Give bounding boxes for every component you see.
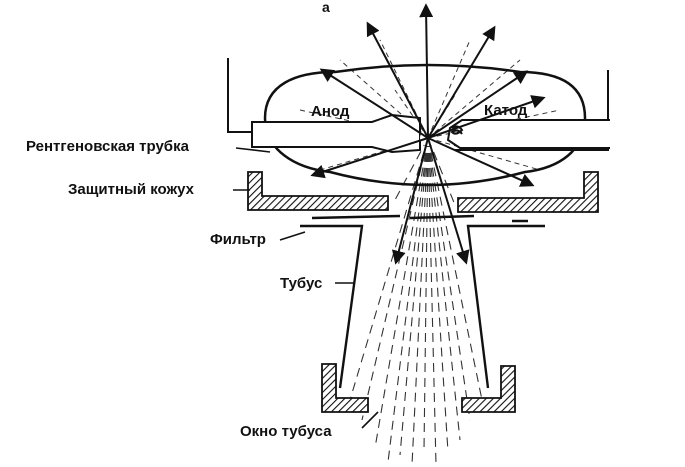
cone-label: Тубус xyxy=(280,275,322,292)
tube-envelope xyxy=(263,63,587,187)
cone-window xyxy=(321,363,516,413)
housing-label: Защитный кожух xyxy=(68,181,195,198)
filter-label: Фильтр xyxy=(210,231,266,248)
radiation-arrows xyxy=(310,3,546,265)
anode-label: Анод xyxy=(311,103,350,120)
panel-letter: а xyxy=(322,0,330,15)
anode-rod xyxy=(251,113,421,154)
cathode-assembly xyxy=(446,119,610,149)
tube-label: Рентгеновская трубка xyxy=(26,138,190,155)
protective-housing xyxy=(247,171,599,213)
electrical-leads xyxy=(227,58,609,151)
cone-tubus xyxy=(300,224,545,389)
cone-window-label: Окно тубуса xyxy=(240,423,332,440)
cathode-label: Катод xyxy=(484,102,528,119)
filter xyxy=(311,214,528,223)
leader-lines xyxy=(233,147,379,429)
